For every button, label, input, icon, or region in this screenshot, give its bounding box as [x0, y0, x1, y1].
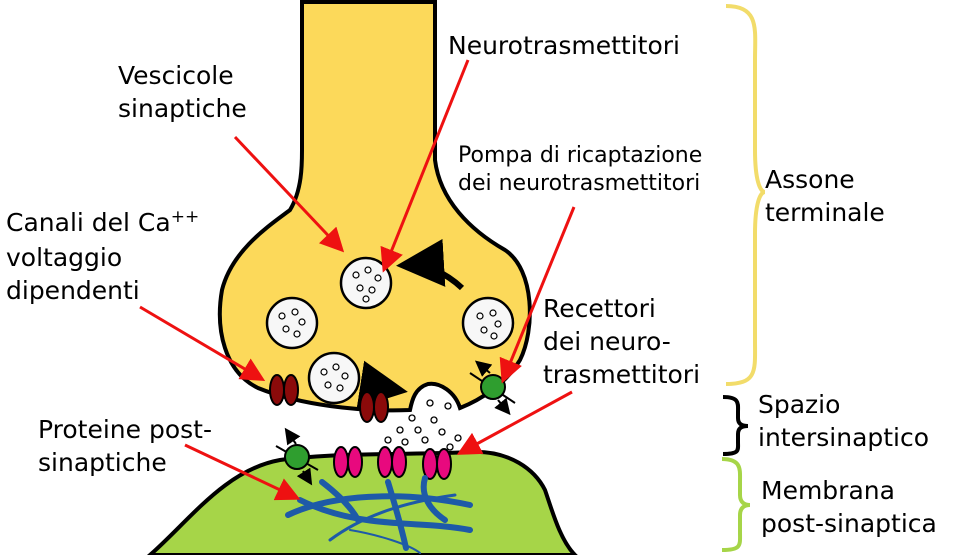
label-neurotransmitters: Neurotrasmettitori	[448, 31, 680, 60]
neurotransmitter-receptor	[333, 446, 363, 478]
arrow-neurotransmitters	[380, 59, 470, 273]
pointer-arrows	[139, 59, 576, 501]
arrow-receptors	[456, 390, 573, 455]
postsynaptic-pump	[275, 427, 319, 486]
label-pump-line2: dei neurotrasmettitori	[458, 171, 700, 196]
axon-terminal	[217, 0, 532, 413]
brace-postsynaptic-membrane	[721, 457, 751, 552]
label-space-line2: intersinaptico	[758, 423, 929, 452]
label-vesicles-line2: sinaptiche	[118, 94, 247, 123]
label-receptors-line3: trasmettitori	[543, 360, 700, 389]
label-channels-line2: voltaggio	[6, 243, 122, 272]
vesicle	[265, 296, 319, 350]
recycle-arrow	[396, 238, 465, 291]
label-space-line1: Spazio	[758, 390, 840, 419]
label-axon-line1: Assone	[765, 165, 855, 194]
vesicle	[339, 256, 393, 310]
label-proteins-line2: sinaptiche	[38, 448, 167, 477]
synaptic-vesicles	[265, 256, 515, 405]
calcium-channel	[359, 391, 389, 423]
arrow-pump	[499, 206, 576, 384]
postsynaptic-proteins	[285, 475, 473, 554]
label-channels-line3: dipendenti	[6, 276, 140, 305]
label-channels-main: Canali del Ca	[6, 208, 171, 237]
arrow-proteins	[184, 443, 301, 501]
label-vesicles-line1: Vescicole	[118, 61, 234, 90]
exocytosis-arrow	[356, 360, 408, 409]
neurotransmitter-receptor	[422, 448, 452, 480]
reuptake-pump	[469, 360, 516, 416]
label-channels-line1: Canali del Ca++	[6, 207, 199, 237]
calcium-channel	[269, 374, 299, 406]
brace-axon-terminal	[725, 4, 766, 386]
label-channels-superscript: ++	[171, 207, 200, 227]
vesicle	[461, 296, 515, 350]
label-axon-line2: terminale	[765, 198, 885, 227]
brace-synaptic-space	[722, 395, 749, 456]
vesicle	[307, 351, 361, 405]
label-pump-line1: Pompa di ricaptazione	[458, 143, 702, 168]
label-membrane-line1: Membrana	[761, 476, 895, 505]
label-receptors-line1: Recettori	[543, 294, 656, 323]
arrow-vesicles	[233, 135, 345, 253]
label-proteins-line1: Proteine post-	[38, 415, 212, 444]
label-receptors-line2: dei neuro-	[543, 327, 671, 356]
neurotransmitter-receptor	[377, 446, 407, 478]
label-membrane-line2: post-sinaptica	[761, 509, 937, 538]
arrow-channels	[139, 305, 266, 382]
